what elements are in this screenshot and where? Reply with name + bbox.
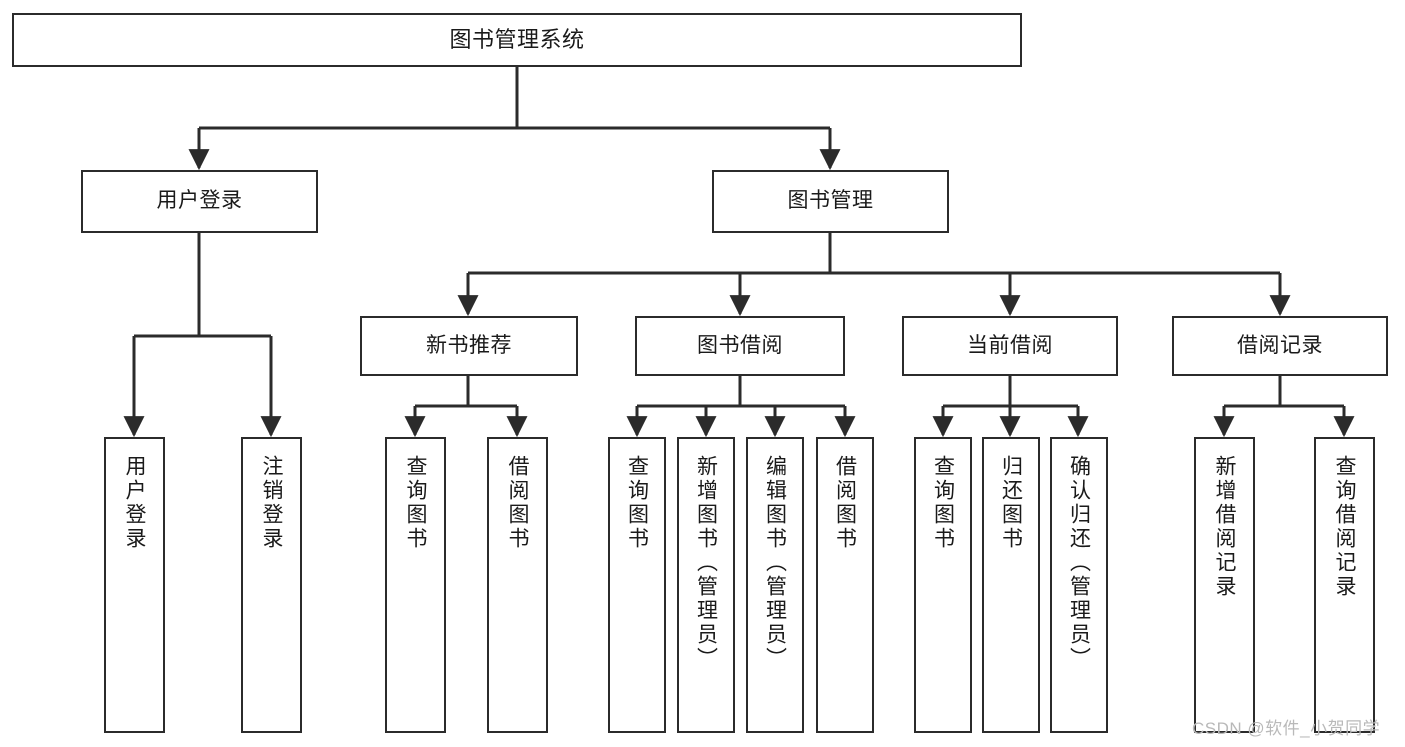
node-label: 新增图书（管理员） bbox=[694, 455, 718, 671]
node-leaf-edit-book-admin[interactable]: 编辑图书（管理员） bbox=[746, 437, 804, 733]
node-label: 注销登录 bbox=[260, 455, 283, 551]
node-book-borrow[interactable]: 图书借阅 bbox=[635, 316, 845, 376]
node-book-management[interactable]: 图书管理 bbox=[712, 170, 949, 233]
node-root-book-management-system[interactable]: 图书管理系统 bbox=[12, 13, 1022, 67]
node-leaf-confirm-return-admin[interactable]: 确认归还（管理员） bbox=[1050, 437, 1108, 733]
node-label: 用户登录 bbox=[156, 189, 243, 213]
node-label: 确认归还（管理员） bbox=[1067, 455, 1091, 671]
node-label: 图书管理系统 bbox=[449, 26, 585, 52]
node-leaf-borrow-book[interactable]: 借阅图书 bbox=[816, 437, 874, 733]
node-user-login[interactable]: 用户登录 bbox=[81, 170, 318, 233]
node-borrow-record[interactable]: 借阅记录 bbox=[1172, 316, 1388, 376]
node-label: 查询图书 bbox=[404, 455, 427, 551]
node-label: 图书借阅 bbox=[697, 333, 783, 357]
node-label: 借阅图书 bbox=[833, 455, 857, 551]
node-label: 新书推荐 bbox=[426, 333, 512, 357]
node-current-borrow[interactable]: 当前借阅 bbox=[902, 316, 1118, 376]
node-leaf-user-login[interactable]: 用户登录 bbox=[104, 437, 165, 733]
node-new-book-recommendation[interactable]: 新书推荐 bbox=[360, 316, 578, 376]
node-label: 查询图书 bbox=[931, 455, 955, 551]
node-leaf-add-book-admin[interactable]: 新增图书（管理员） bbox=[677, 437, 735, 733]
node-leaf-query-borrow-record[interactable]: 查询借阅记录 bbox=[1314, 437, 1375, 733]
node-label: 编辑图书（管理员） bbox=[763, 455, 787, 671]
node-leaf-query-book-borrow[interactable]: 查询图书 bbox=[608, 437, 666, 733]
node-leaf-query-book-recommend[interactable]: 查询图书 bbox=[385, 437, 446, 733]
node-label: 归还图书 bbox=[999, 455, 1023, 551]
node-label: 查询图书 bbox=[625, 455, 649, 551]
node-leaf-query-book-current[interactable]: 查询图书 bbox=[914, 437, 972, 733]
node-leaf-add-borrow-record[interactable]: 新增借阅记录 bbox=[1194, 437, 1255, 733]
node-label: 当前借阅 bbox=[967, 333, 1053, 357]
csdn-watermark: CSDN @软件_小贺同学 bbox=[1192, 719, 1381, 738]
node-label: 新增借阅记录 bbox=[1213, 455, 1236, 599]
node-label: 用户登录 bbox=[123, 455, 146, 551]
node-label: 借阅记录 bbox=[1237, 333, 1323, 357]
node-label: 图书管理 bbox=[787, 189, 874, 213]
node-label: 借阅图书 bbox=[506, 455, 529, 551]
node-leaf-borrow-book-recommend[interactable]: 借阅图书 bbox=[487, 437, 548, 733]
node-label: 查询借阅记录 bbox=[1333, 455, 1356, 599]
node-leaf-user-logout[interactable]: 注销登录 bbox=[241, 437, 302, 733]
node-leaf-return-book[interactable]: 归还图书 bbox=[982, 437, 1040, 733]
